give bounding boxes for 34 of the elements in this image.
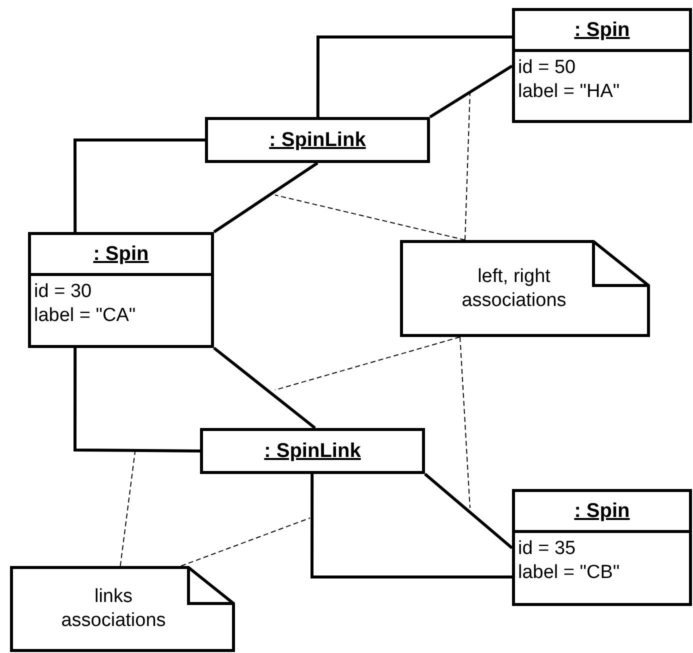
association-line [429,64,513,118]
leader-line [274,194,466,240]
note-text: links associations [60,585,167,633]
object-box [205,117,430,163]
leader-line [460,336,470,508]
attribute-text: id = 50 [517,56,576,80]
attribute-text: id = 35 [517,537,576,561]
leader-line [274,336,460,390]
attribute-text: label = "HA" [517,80,620,104]
note-text: left, right associations [460,264,568,312]
attribute-text: label = "CA" [33,304,136,328]
association-line [310,474,512,578]
association-line [74,138,205,232]
object-box [28,232,214,348]
object-name: : Spin [574,500,630,522]
leader-line [120,452,136,566]
leader-line [464,92,470,240]
object-name: : SpinLink [269,128,366,152]
association-line [213,346,316,430]
object-box [512,489,692,606]
association-line [74,348,200,452]
object-name: : Spin [574,18,630,42]
object-box [200,428,425,474]
leader-line [180,518,310,566]
object-box [512,8,692,123]
attribute-text: label = "CB" [517,561,620,585]
association-line [316,36,512,117]
note-box [10,566,235,652]
association-line [424,472,513,550]
object-name: : Spin [93,242,149,266]
attribute-text: id = 30 [33,280,92,304]
association-line [213,162,318,234]
note-box [400,240,650,337]
object-name: : SpinLink [264,440,361,462]
